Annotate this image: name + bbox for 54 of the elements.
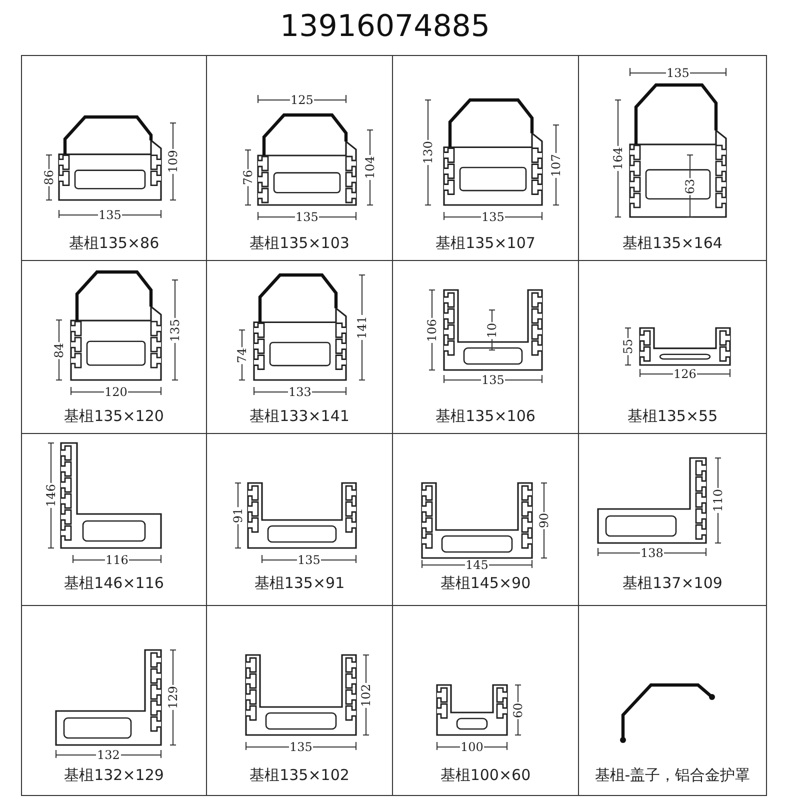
catalog-cell: [578, 605, 767, 796]
profile-label: 基柤135×91: [254, 574, 345, 592]
dimension-label: 126: [672, 368, 698, 380]
dimension-label: 55: [622, 338, 635, 356]
profile-label: 基柤146×116: [64, 574, 164, 592]
dimension-label: 135: [294, 210, 320, 224]
dimension-label: 74: [236, 346, 249, 364]
dimension-label: 132: [96, 748, 121, 762]
profile-label: 基柤-盖子，铝合金护罩: [594, 766, 750, 784]
dimension-label: 135: [288, 740, 314, 754]
dimension-label: 135: [480, 374, 506, 386]
dimension-label: 146: [44, 483, 58, 508]
profile-label: 基柤135×164: [622, 234, 722, 252]
dimension-label: 100: [460, 740, 484, 754]
dimension-label: 76: [242, 168, 255, 186]
profile-label: 基柤100×60: [440, 766, 531, 784]
dimension-label: 86: [42, 168, 56, 186]
profile-label: 基柤135×86: [68, 234, 160, 252]
dimension-label: 10: [486, 321, 499, 339]
dimension-label: 110: [711, 488, 724, 513]
dimension-label: 130: [421, 140, 434, 165]
dimension-label: 106: [425, 318, 438, 342]
dimension-label: 102: [359, 682, 372, 708]
dimension-label: 90: [538, 512, 551, 530]
profile-label: 基柤145×90: [440, 574, 531, 592]
dimension-label: 107: [549, 152, 562, 178]
profile-label: 基柤135×102: [250, 766, 350, 784]
dimension-label: 84: [52, 341, 66, 359]
profile-label: 基柤135×106: [436, 407, 536, 425]
profile-label: 基柤137×109: [622, 574, 722, 592]
dimension-label: 135: [296, 554, 322, 566]
dimension-label: 145: [464, 558, 490, 572]
profile-label: 基柤135×55: [627, 407, 718, 425]
dimension-label: 109: [166, 149, 180, 174]
dimension-label: 138: [640, 546, 664, 560]
dimension-label: 164: [611, 146, 624, 171]
profile-label: 基柤132×129: [64, 766, 164, 784]
dimension-label: 141: [355, 315, 368, 340]
dimension-label: 133: [288, 386, 312, 398]
dimension-label: 116: [104, 554, 130, 566]
dimension-label: 135: [98, 208, 122, 222]
dimension-label: 104: [363, 155, 376, 180]
dimension-label: 135: [168, 318, 182, 342]
profile-label: 基柤133×141: [250, 407, 350, 425]
profile-label: 基柤135×107: [436, 234, 536, 252]
dimension-label: 135: [666, 66, 690, 80]
dimension-label: 91: [232, 506, 245, 524]
dimension-label: 135: [480, 210, 506, 224]
dimension-label: 60: [512, 701, 525, 719]
dimension-label: 129: [166, 685, 180, 710]
dimension-label: 120: [104, 386, 128, 398]
profile-label: 基柤135×120: [64, 407, 164, 425]
profile-label: 基柤135×103: [250, 234, 350, 252]
dimension-label: 125: [290, 94, 314, 106]
